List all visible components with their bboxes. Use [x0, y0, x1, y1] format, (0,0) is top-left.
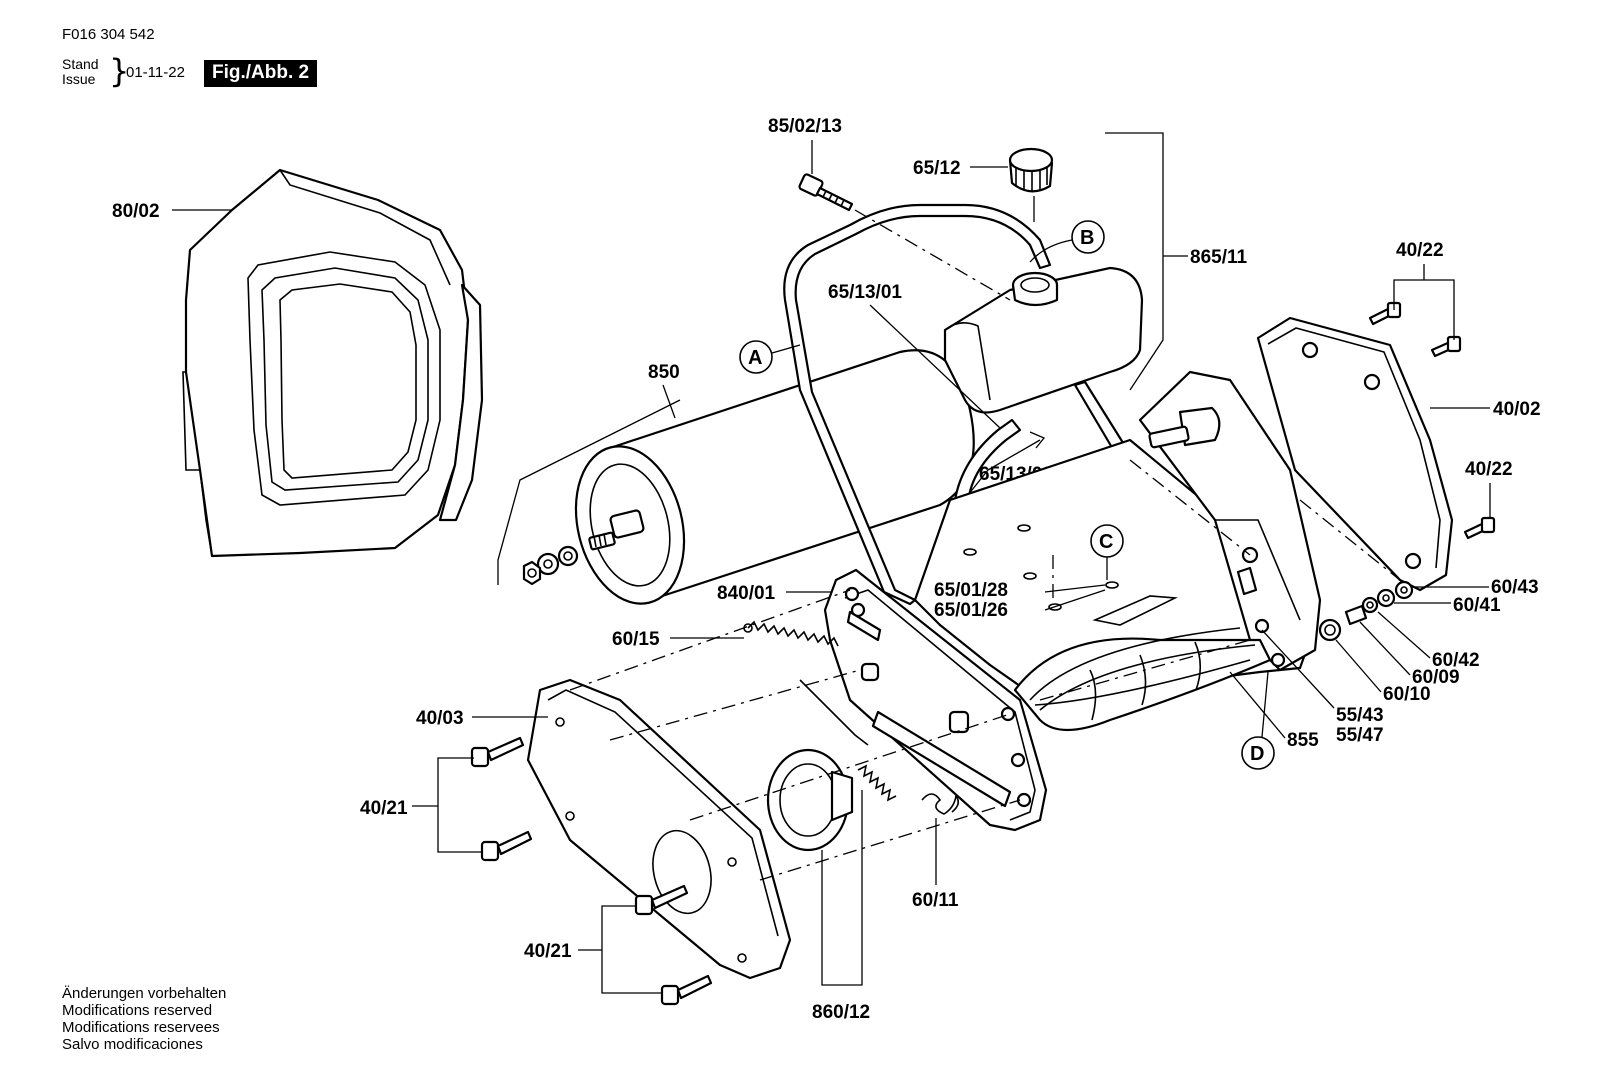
spring-small-middle [857, 764, 897, 802]
label-40-22-right: 40/22 [1465, 459, 1513, 480]
footer-line-de: Änderungen vorbehalten [62, 985, 227, 1002]
stand-issue-label: Stand Issue [62, 57, 99, 87]
label-865-11: 865/11 [1190, 247, 1247, 268]
right-cover-40-02 [1256, 316, 1454, 592]
label-85-02-13: 85/02/13 [768, 116, 842, 137]
left-cover-40-03 [526, 678, 792, 980]
screw-85-02-13 [798, 173, 854, 212]
label-60-15: 60/15 [612, 629, 660, 650]
label-55-43: 55/43 [1336, 705, 1384, 726]
label-40-21-upper: 40/21 [360, 798, 408, 819]
grass-cover-80-02 [182, 168, 484, 558]
screw-40-22-right [1463, 516, 1496, 540]
label-40-21-lower: 40/21 [524, 941, 572, 962]
figure-badge: Fig./Abb. 2 [204, 60, 318, 87]
footer-disclaimer: Änderungen vorbehalten Modifications res… [62, 985, 226, 1053]
label-855: 855 [1287, 730, 1319, 751]
label-80-02: 80/02 [112, 201, 160, 222]
screws-40-21-lower [634, 884, 713, 1006]
callout-b: B [1080, 227, 1094, 249]
label-840-01: 840/01 [717, 583, 776, 604]
footer-line-es: Salvo modificaciones [62, 1036, 203, 1053]
brace-glyph: } [109, 52, 130, 90]
label-65-01-26: 65/01/26 [934, 600, 1008, 621]
tank-865-11 [943, 266, 1144, 414]
label-850: 850 [648, 362, 680, 383]
label-40-02: 40/02 [1493, 399, 1541, 420]
side-plate-840-01 [823, 568, 1048, 832]
right-side-plate [1138, 370, 1322, 672]
label-60-41: 60/41 [1453, 595, 1501, 616]
label-860-12: 860/12 [812, 1002, 870, 1023]
footer-line-en: Modifications reserved [62, 1002, 213, 1019]
callout-d: D [1250, 743, 1264, 765]
label-60-42: 60/42 [1432, 650, 1480, 671]
screws-40-22-top [1368, 301, 1462, 358]
callout-c: C [1099, 531, 1113, 553]
washers-right [1318, 580, 1414, 642]
label-60-09: 60/09 [1412, 667, 1460, 688]
label-60-43: 60/43 [1491, 577, 1539, 598]
label-65-01-28: 65/01/28 [934, 580, 1008, 601]
issue-date: 01-11-22 [126, 64, 185, 81]
spring-60-11 [921, 793, 960, 815]
label-60-10: 60/10 [1383, 684, 1431, 705]
document-number: F016 304 542 [62, 26, 155, 43]
label-40-03: 40/03 [416, 708, 464, 729]
footer-line-fr: Modifications reservees [62, 1019, 220, 1036]
label-65-13-01: 65/13/01 [828, 282, 902, 303]
issue-label: Issue [62, 71, 96, 87]
label-60-11: 60/11 [912, 890, 959, 911]
bearing-860-12 [766, 748, 854, 852]
stand-label: Stand [62, 56, 99, 72]
screws-40-21-upper [470, 736, 533, 862]
label-40-22-top: 40/22 [1396, 240, 1444, 261]
label-65-12: 65/12 [913, 158, 961, 179]
tank-cap-65-12 [1008, 147, 1054, 193]
callout-a: A [748, 347, 762, 369]
label-55-47: 55/47 [1336, 725, 1384, 746]
roller-850 [522, 349, 975, 605]
